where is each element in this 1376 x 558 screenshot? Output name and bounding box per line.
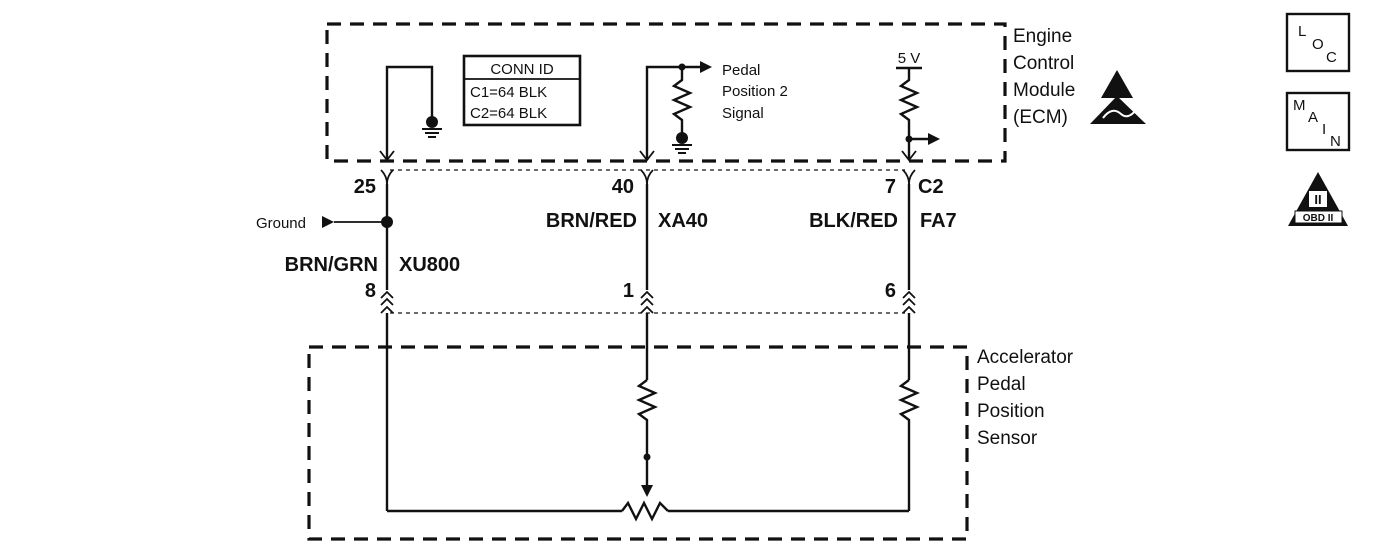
- svg-text:N: N: [1330, 133, 1341, 150]
- svg-text:II: II: [1314, 192, 1321, 207]
- wire-color-brn-grn: BRN/GRN: [285, 254, 378, 276]
- sensor-title-line-3: Position: [977, 401, 1045, 422]
- svg-text:I: I: [1322, 121, 1326, 138]
- ecm-enclosure: [325, 22, 1007, 163]
- conn-id-box: CONN ID C1=64 BLK C2=64 BLK: [462, 54, 582, 127]
- ecm-title-line-3: Module: [1013, 80, 1075, 101]
- conn-id-row-1: C1=64 BLK: [470, 84, 547, 101]
- circuit-id-xa40: XA40: [658, 210, 708, 232]
- signal-label-line-2: Position 2: [722, 83, 788, 100]
- loc-icon[interactable]: L O C: [1285, 12, 1351, 73]
- sensor-title-line-4: Sensor: [977, 428, 1038, 449]
- signal-label-line-3: Signal: [722, 105, 764, 122]
- pin-25-connector: [380, 169, 388, 185]
- connector-c2-label: C2: [918, 176, 944, 198]
- ground-label: Ground: [256, 215, 306, 232]
- obd-ii-icon[interactable]: II OBD II: [1288, 172, 1348, 226]
- conn-id-header: CONN ID: [490, 61, 554, 78]
- ecm-ground-circuit: [379, 65, 442, 162]
- svg-text:A: A: [1308, 109, 1318, 126]
- sensor-enclosure: [307, 345, 969, 541]
- supply-5v-label: 5 V: [898, 50, 921, 67]
- svg-text:O: O: [1312, 36, 1324, 53]
- svg-text:OBD II: OBD II: [1303, 213, 1334, 224]
- ecm-title-line-4: (ECM): [1013, 107, 1068, 128]
- ecm-title-line-2: Control: [1013, 53, 1074, 74]
- ecm-signal-circuit: [639, 61, 712, 162]
- pin-7-connector: [902, 169, 910, 185]
- svg-text:M: M: [1293, 97, 1306, 114]
- ecm-ground-symbol-icon: [422, 116, 442, 138]
- ecm-pin-25: 25: [354, 176, 376, 198]
- ecm-5v-circuit: 5 V: [896, 50, 940, 162]
- main-icon[interactable]: M A I N: [1285, 91, 1351, 152]
- sensor-connector-terminals: [380, 290, 916, 314]
- sensor-pin-6: 6: [885, 280, 896, 302]
- sensor-pin-8: 8: [365, 280, 376, 302]
- ecm-title-line-1: Engine: [1013, 26, 1072, 47]
- circuit-id-fa7: FA7: [920, 210, 957, 232]
- signal-label-line-1: Pedal: [722, 62, 760, 79]
- circuit-id-xu800: XU800: [399, 254, 460, 276]
- esd-warning-icon: [1090, 70, 1146, 124]
- sensor-title-line-2: Pedal: [977, 374, 1026, 395]
- svg-text:L: L: [1298, 23, 1306, 40]
- ecm-pin-7: 7: [885, 176, 896, 198]
- pin-40-connector: [640, 169, 648, 185]
- wire-color-blk-red: BLK/RED: [809, 210, 898, 232]
- ground-splice: [322, 216, 393, 228]
- ecm-pin-40: 40: [612, 176, 634, 198]
- sensor-internal-circuit: [385, 313, 920, 522]
- sensor-title-line-1: Accelerator: [977, 347, 1074, 368]
- ecm-signal-ground-icon: [672, 132, 692, 154]
- svg-text:C: C: [1326, 49, 1337, 66]
- wire-color-brn-red: BRN/RED: [546, 210, 637, 232]
- sensor-pin-1: 1: [623, 280, 634, 302]
- ecm-title: Engine Control Module (ECM): [1013, 26, 1075, 128]
- conn-id-row-2: C2=64 BLK: [470, 105, 547, 122]
